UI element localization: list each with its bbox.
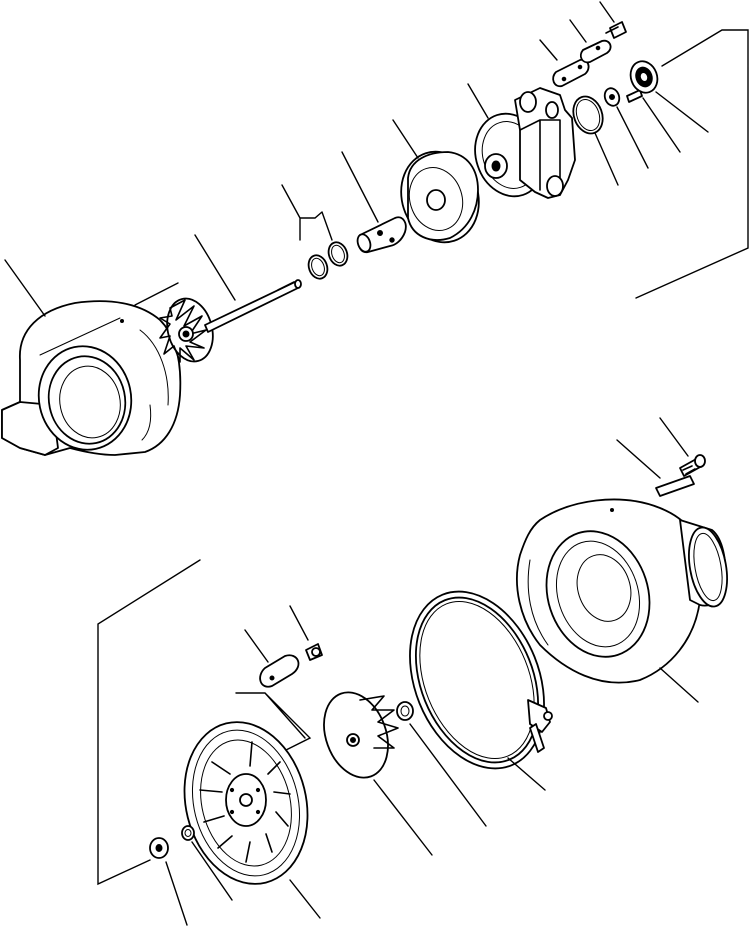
nut-small: [149, 837, 169, 859]
bolt-small: [305, 643, 323, 661]
leader-lock-plate: [244, 629, 269, 663]
compressor-wheel: [323, 691, 399, 779]
bolt-lower: [679, 454, 706, 477]
pin: [626, 89, 643, 103]
o-ring: [572, 95, 604, 135]
thrust-collar: [603, 87, 621, 107]
lock-plate: [259, 654, 300, 688]
center-housing: [474, 87, 576, 199]
leader-oil-seal: [655, 91, 709, 133]
leader-plate-gasket: [539, 39, 558, 61]
leader-bearing: [341, 151, 379, 223]
washer: [181, 825, 195, 841]
leader-nut: [409, 723, 487, 827]
heat-shield: [400, 150, 480, 244]
leader-compressor-wheel: [373, 779, 433, 856]
turbine-housing: [1, 300, 182, 456]
compressor-housing: [516, 498, 728, 684]
clamp-band: [409, 590, 553, 770]
leader-compressor-housing: [659, 667, 699, 703]
leader-seal-rings: [281, 184, 333, 241]
upper-bracket-frame: [635, 29, 749, 299]
leader-turbine-housing: [4, 259, 46, 317]
leader-nut-small: [165, 861, 188, 926]
seal-rings: [307, 241, 349, 280]
oil-seal: [629, 60, 659, 94]
lower-bracket-frame: [97, 559, 201, 886]
leader-center-housing: [467, 83, 489, 119]
leader-thrust-collar: [616, 106, 649, 169]
plate-gasket: [552, 58, 590, 88]
bearing: [356, 216, 407, 254]
leader-turbine-arrow: [134, 282, 179, 306]
leader-plate: [616, 439, 661, 479]
leader-bolt-lower: [659, 417, 689, 457]
plate: [655, 475, 695, 497]
turbine-wheel-shaft: [159, 279, 302, 363]
leader-turbine-wheel: [194, 234, 236, 301]
leader-pin: [642, 97, 681, 153]
leader-back-plate: [289, 879, 321, 919]
leader-washer: [191, 841, 233, 901]
lock-plate-upper: [579, 39, 612, 64]
bolt-upper: [605, 21, 627, 39]
leader-bolt-small: [289, 605, 309, 641]
back-plate: [183, 721, 309, 885]
nut: [396, 701, 414, 721]
leader-clamp-band: [507, 757, 546, 791]
leader-lock-plate-upper: [569, 19, 587, 43]
leader-bolt-upper: [599, 1, 615, 23]
leader-o-ring: [594, 132, 619, 186]
leader-heat-shield: [392, 119, 419, 159]
